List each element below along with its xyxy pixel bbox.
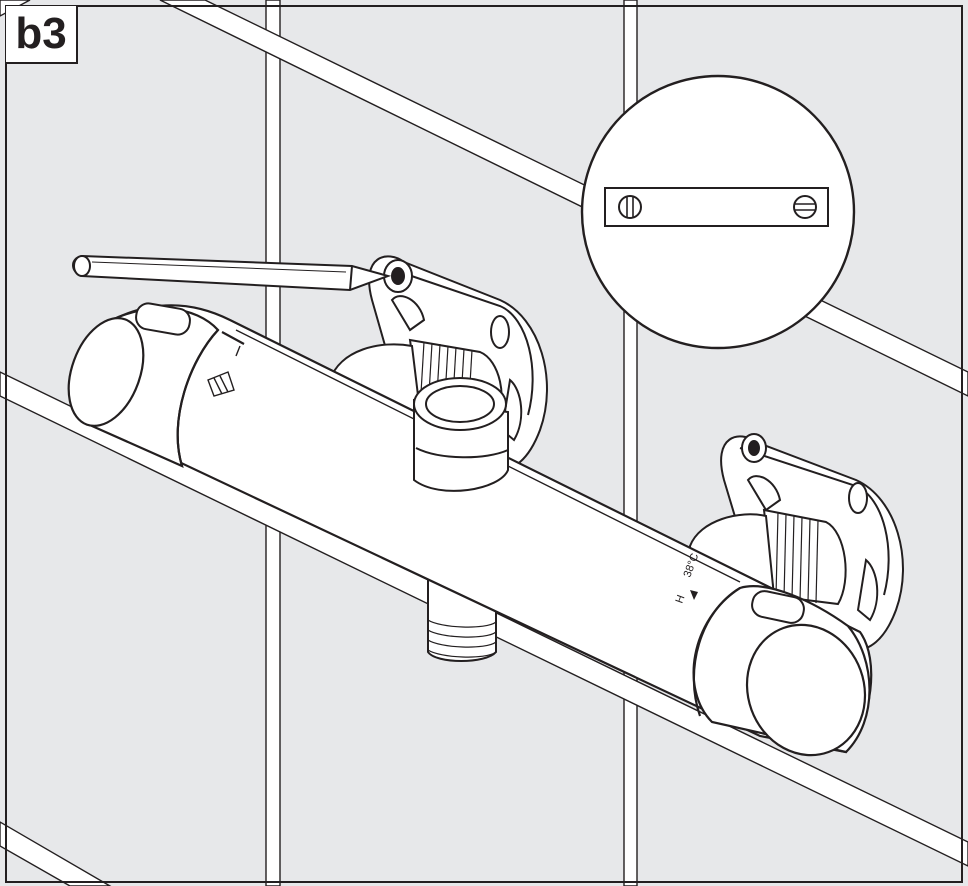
pencil-icon (72, 254, 392, 292)
shower-icon (207, 345, 241, 397)
spirit-level-detail (580, 74, 856, 350)
flow-handle-button (135, 302, 191, 336)
step-label: b3 (6, 6, 78, 64)
shower-outlet (413, 377, 509, 492)
hot-marking: H (674, 593, 688, 605)
spirit-level-icon (604, 187, 829, 227)
handle-buttons (135, 302, 805, 624)
frame (5, 5, 963, 883)
temperature-handle-button (751, 590, 805, 624)
thermostat-body (67, 304, 873, 757)
